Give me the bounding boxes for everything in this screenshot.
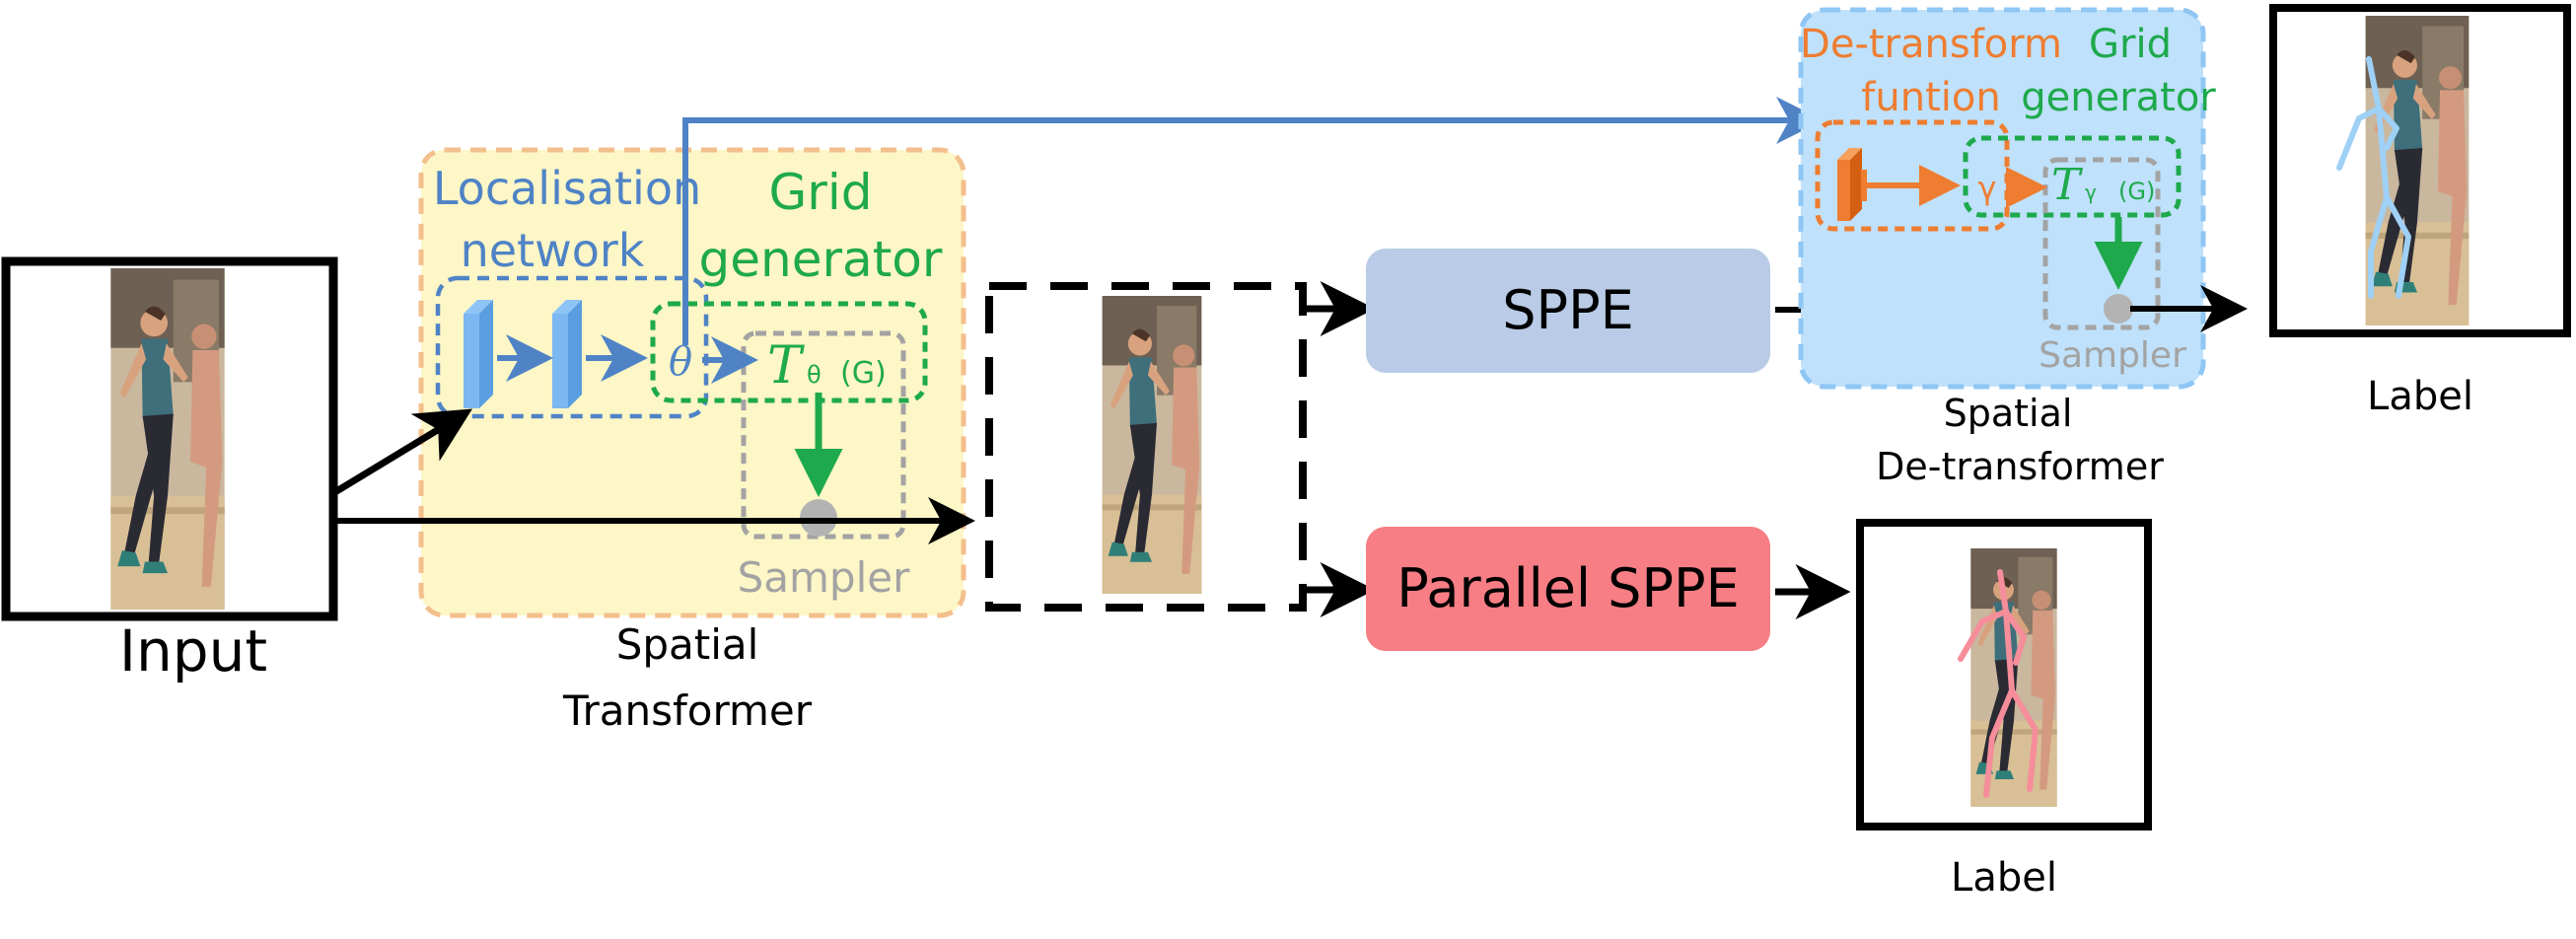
grid-generator-label-line2: generator: [699, 231, 943, 288]
spatial-detransformer-panel: [1798, 7, 2206, 390]
network-layer-block-1: [464, 300, 493, 408]
localisation-network-box: [435, 275, 709, 419]
parallel-sppe-block: [1366, 527, 1770, 651]
network-layer-block-2: [552, 300, 582, 408]
transform-gamma-subscript: γ: [2085, 181, 2097, 204]
arrow-theta-to-detransform: [682, 97, 1824, 345]
gamma-symbol: γ: [1978, 170, 1997, 207]
detransform-layer-block: [1837, 148, 1862, 221]
cropped-person-photo: [1102, 296, 1202, 594]
grid-generator-box: [650, 301, 928, 403]
input-caption: Input: [119, 617, 267, 685]
grid-generator-label-line1: Grid: [769, 164, 873, 221]
spatial-transformer-caption-line1: Spatial: [616, 620, 759, 669]
localisation-network-label-line1: Localisation: [433, 162, 701, 215]
sppe-label: SPPE: [1502, 279, 1634, 341]
spatial-transformer-caption-line2: Transformer: [562, 686, 813, 735]
top-label-caption: Label: [2367, 374, 2473, 419]
bottom-label-image-frame: [1856, 519, 2152, 831]
arrow-input-to-localisation: [331, 408, 472, 496]
sdt-sampler-node: [2104, 294, 2133, 324]
transform-gamma-symbol: T: [2051, 160, 2084, 210]
bottom-label-caption: Label: [1951, 855, 2057, 901]
detransform-function-label-line1: De-transform: [1800, 22, 2062, 67]
input-person-photo: [110, 268, 225, 610]
cropped-image-frame: [985, 282, 1307, 612]
top-label-skeleton: [2336, 56, 2411, 299]
sdt-grid-generator-label-line2: generator: [2021, 75, 2216, 120]
sdt-grid-generator-box: [1963, 135, 2182, 218]
spatial-transformer-panel: [418, 147, 966, 618]
input-image-frame: [1, 256, 338, 621]
transform-gamma-arg: (G): [2118, 178, 2155, 205]
localisation-network-label-line2: network: [461, 224, 645, 277]
sppe-block: [1366, 249, 1770, 373]
spatial-detransformer-caption-line2: De-transformer: [1876, 445, 2164, 488]
sdt-sampler-box: [2042, 157, 2161, 330]
sampler-label: Sampler: [738, 553, 910, 602]
spatial-detransformer-caption-line1: Spatial: [1944, 392, 2073, 435]
top-label-image-frame: [2269, 4, 2571, 337]
sdt-grid-generator-label-line1: Grid: [2089, 22, 2172, 67]
top-label-person-photo: [2365, 16, 2469, 325]
detransform-function-label-line2: funtion: [1861, 75, 2000, 120]
theta-symbol: θ: [669, 339, 692, 385]
parallel-sppe-label: Parallel SPPE: [1396, 557, 1739, 619]
bottom-label-skeleton: [1958, 569, 2039, 798]
transform-theta-arg: (G): [840, 356, 887, 391]
transform-theta-subscript: θ: [807, 361, 822, 389]
transform-theta-symbol: T: [767, 336, 805, 396]
sdt-sampler-label: Sampler: [2039, 335, 2186, 376]
